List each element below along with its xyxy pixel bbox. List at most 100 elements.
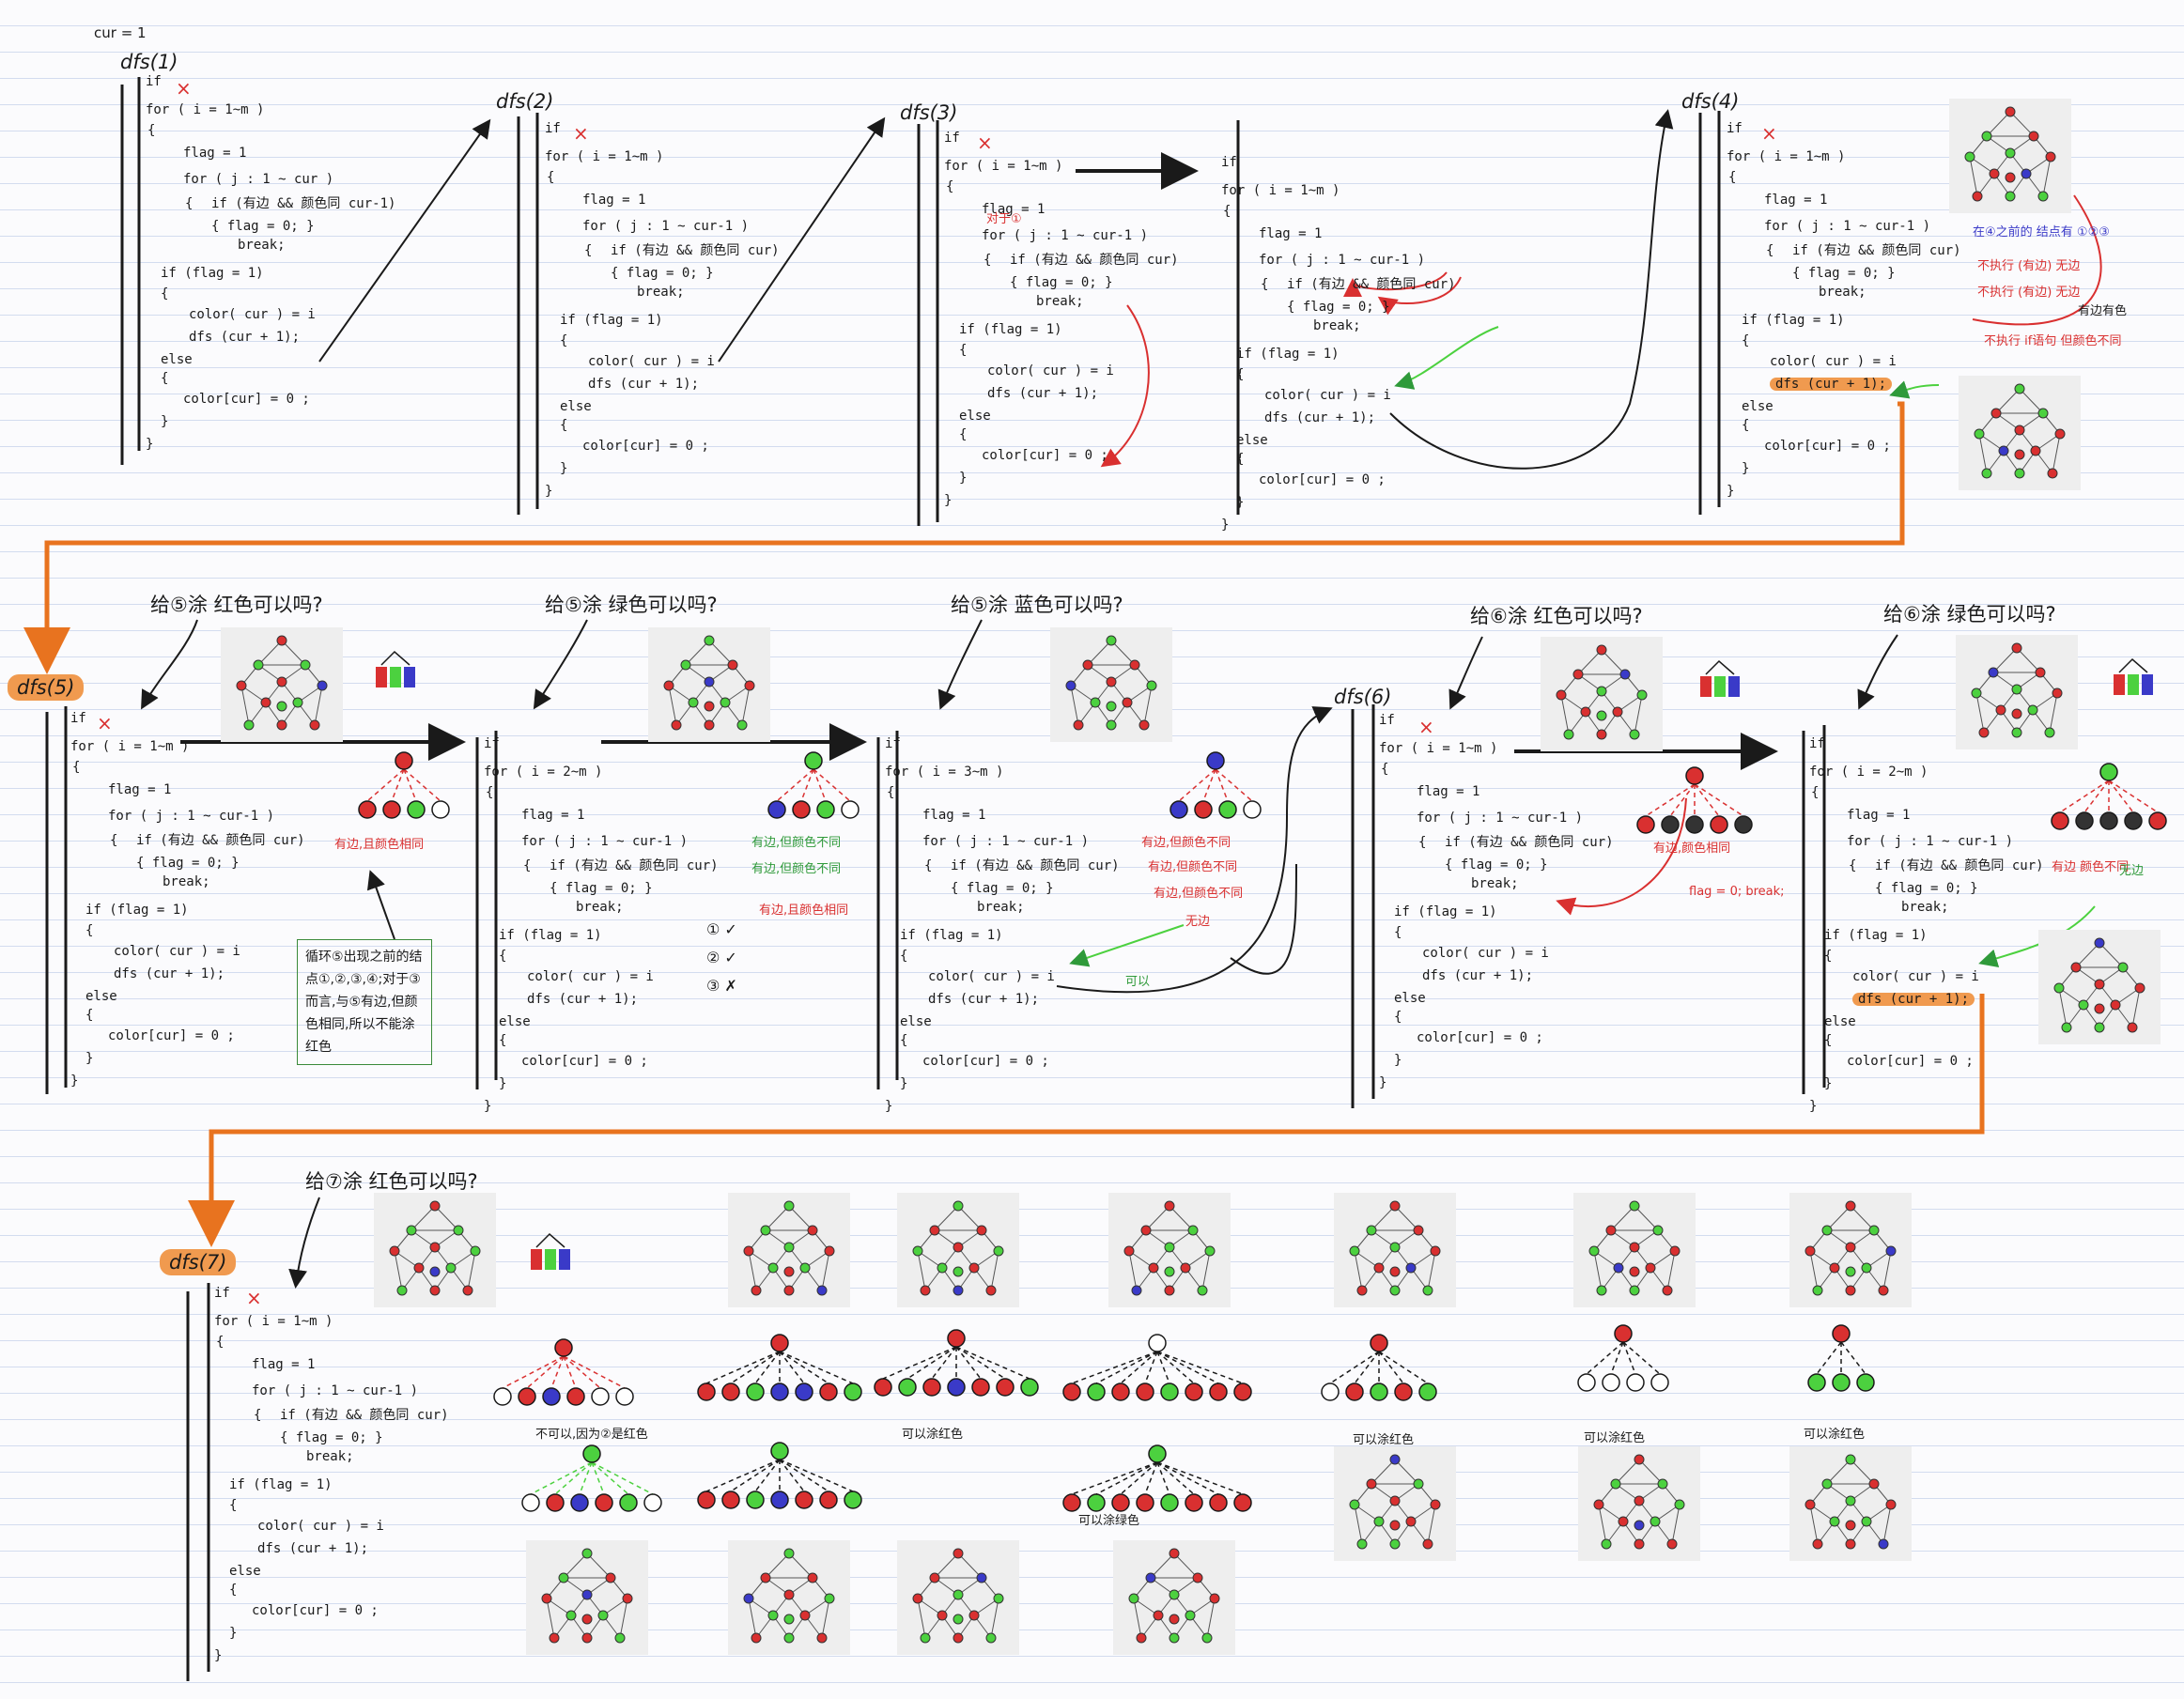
graph-14-edge-1 bbox=[1850, 1205, 1875, 1231]
code-dfs3b-brace1: { bbox=[1223, 204, 1231, 219]
graph-9-node-7 bbox=[799, 1262, 811, 1274]
graph-17-node-4 bbox=[953, 1589, 964, 1600]
graph-6-node-0 bbox=[2011, 642, 2022, 654]
graph-11-edge-1 bbox=[1169, 1205, 1194, 1231]
code-dfs6g-brace4: { bbox=[1824, 1033, 1833, 1048]
code-dfs5g-flag: flag = 1 bbox=[521, 808, 585, 823]
tree-dfs5-blue-child-3 bbox=[1243, 800, 1262, 819]
graph-8-node-7 bbox=[445, 1262, 457, 1274]
graph-18-node-6 bbox=[1153, 1610, 1164, 1621]
code-dfs5b-if-flag: if (flag = 1) bbox=[900, 928, 1003, 943]
tree-dfs6-green-child-3 bbox=[2124, 811, 2143, 830]
graph-17-node-5 bbox=[993, 1593, 1004, 1604]
graph-13-node-11 bbox=[1629, 1266, 1640, 1277]
graph-7-node-10 bbox=[2127, 1022, 2138, 1033]
tree-dfs7-d-edge-5 bbox=[779, 1459, 829, 1492]
graph-17-edge-1 bbox=[957, 1552, 983, 1579]
tree-dfs6-green-edge-1 bbox=[2083, 780, 2110, 813]
dfs3-label: dfs(3) bbox=[900, 101, 958, 124]
tree-dfs6-red-edge-0 bbox=[1645, 783, 1696, 817]
graph-14-node-1 bbox=[1821, 1225, 1833, 1236]
code-dfs6-if-flag: if (flag = 1) bbox=[1394, 904, 1497, 919]
code-dfs3b-for: for ( i = 1~m ) bbox=[1221, 183, 1340, 198]
graph-12-edge-1 bbox=[1394, 1205, 1419, 1231]
graph-3-node-8 bbox=[671, 719, 682, 731]
arrow-dfs5-to-dfs6 bbox=[1056, 706, 1333, 994]
dfs6g-note2: 无边 bbox=[2119, 864, 2145, 878]
code-dfs2-if-flag: if (flag = 1) bbox=[560, 313, 663, 328]
tree-dfs7-b-child-0 bbox=[521, 1493, 540, 1512]
graph-1-edge-0 bbox=[1995, 388, 2021, 414]
red-x-mark-0: × bbox=[176, 77, 192, 100]
code-dfs5g-brace5: } bbox=[499, 1076, 507, 1091]
graph-6-node-4 bbox=[2011, 684, 2022, 695]
code-dfs5-color-reset: color[cur] = 0 ; bbox=[108, 1028, 235, 1043]
tree-dfs7-h-child-1 bbox=[1345, 1382, 1364, 1401]
tree-dfs6-green-child-4 bbox=[2148, 811, 2167, 830]
code-dfs2-for: for ( i = 1~m ) bbox=[545, 149, 664, 164]
graph-11-edge-15 bbox=[1201, 1250, 1211, 1291]
graph-17-edge-14 bbox=[917, 1598, 926, 1639]
graph-13-node-4 bbox=[1629, 1242, 1640, 1253]
tree-dfs7-g-child-1 bbox=[1087, 1493, 1106, 1512]
arrow-explain-to-note bbox=[366, 870, 395, 940]
graph-3-node-6 bbox=[688, 697, 699, 708]
graph-14-node-11 bbox=[1845, 1266, 1856, 1277]
graph-15-edge-15 bbox=[619, 1598, 628, 1639]
graph-2-node-9 bbox=[276, 719, 287, 731]
tree-dfs7-c-edge-4 bbox=[779, 1351, 805, 1384]
graph-4-edge-1 bbox=[1110, 640, 1136, 666]
graph-0-node-11 bbox=[2005, 172, 2016, 183]
code-dfs4-brace1: { bbox=[1728, 170, 1737, 185]
code-dfs3b-break: break; bbox=[1313, 318, 1361, 333]
graph-15-node-0 bbox=[581, 1548, 593, 1559]
graph-15-node-6 bbox=[565, 1610, 577, 1621]
code-dfs5b-color: color( cur ) = i bbox=[928, 969, 1055, 984]
graph-11-node-1 bbox=[1140, 1225, 1152, 1236]
graph-13-edge-14 bbox=[1593, 1250, 1603, 1291]
graph-19-edge-14 bbox=[1354, 1504, 1363, 1545]
m-swatch-0-1 bbox=[390, 667, 401, 687]
graph-1-edge-15 bbox=[2052, 433, 2061, 474]
graph-4-node-0 bbox=[1106, 635, 1117, 646]
graph-17-node-3 bbox=[912, 1593, 923, 1604]
code-dfs6-dfs: dfs (cur + 1); bbox=[1422, 968, 1534, 983]
graph-21-node-0 bbox=[1845, 1454, 1856, 1465]
code-dfs3b-for-j: for ( j : 1 ~ cur-1 ) bbox=[1259, 253, 1426, 268]
question-dfs5-green-text: 给⑤涂 绿色可以吗? bbox=[545, 594, 718, 616]
arrow-dfs3-to-dfs4 bbox=[1389, 109, 1674, 470]
graph-17-edge-15 bbox=[990, 1598, 999, 1639]
graph-10-node-0 bbox=[953, 1200, 964, 1212]
graph-7-node-6 bbox=[2078, 999, 2089, 1011]
tree-dfs7-h-edge-3 bbox=[1378, 1351, 1404, 1384]
dfs4-note-c: 不执行 if语句 但颜色不同 bbox=[1984, 334, 2122, 348]
graph-6-edge-15 bbox=[2049, 692, 2058, 734]
tree-dfs7-f-child-7 bbox=[1233, 1382, 1252, 1401]
code-dfs1-flag0: { flag = 0; } bbox=[211, 219, 315, 234]
tree-dfs6-red-child-3 bbox=[1710, 815, 1728, 834]
graph-4-edge-14 bbox=[1070, 685, 1079, 726]
graph-14-edge-0 bbox=[1826, 1205, 1851, 1231]
q5g-pointer bbox=[533, 619, 588, 710]
graph-21-node-10 bbox=[1878, 1538, 1889, 1550]
graph-13-node-2 bbox=[1652, 1225, 1664, 1236]
code-dfs1-break: break; bbox=[238, 238, 286, 253]
graph-13-node-0 bbox=[1629, 1200, 1640, 1212]
m-swatch-2-0 bbox=[2114, 674, 2125, 695]
code-dfs5b-brace6: } bbox=[885, 1099, 893, 1114]
graph-20-node-3 bbox=[1593, 1499, 1604, 1510]
code-dfs1-brace5: } bbox=[161, 414, 169, 429]
code-dfs6g-brace5: } bbox=[1824, 1076, 1833, 1091]
graph-0-node-3 bbox=[1964, 151, 1975, 162]
tree-dfs7-d-edge-4 bbox=[779, 1459, 805, 1492]
code-dfs6g-dfs: dfs (cur + 1); bbox=[1852, 993, 1975, 1006]
tree-dfs7-c-edge-0 bbox=[705, 1351, 781, 1384]
m-swatch-3-2 bbox=[559, 1249, 570, 1270]
code-dfs3b-flag0: { flag = 0; } bbox=[1287, 300, 1390, 315]
graph-9-node-2 bbox=[807, 1225, 818, 1236]
code-dfs3-brace6: } bbox=[944, 493, 953, 508]
code-dfs7-else: else bbox=[229, 1564, 261, 1579]
orange-arrow-dfs4-to-dfs5 bbox=[23, 401, 1905, 674]
graph-17-node-9 bbox=[953, 1632, 964, 1644]
code-dfs3-brace2: { bbox=[984, 253, 992, 268]
